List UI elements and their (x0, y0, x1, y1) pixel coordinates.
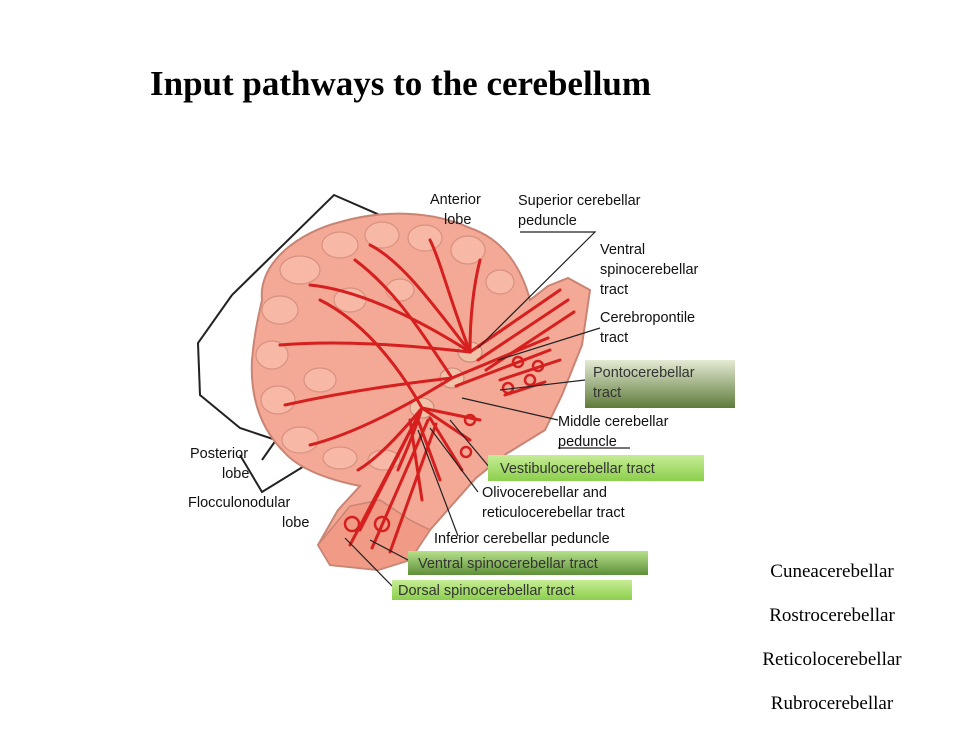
label-cerebropontile: Cerebropontile tract (600, 310, 699, 346)
dorsal-spinocerebellar-box (392, 580, 632, 600)
label-vestibulocerebellar: Vestibulocerebellar tract (500, 461, 655, 477)
label-pontocerebellar: Pontocerebellar tract (593, 365, 699, 401)
pathway-item: Rostrocerebellar (769, 605, 895, 626)
vestibulocerebellar-box (488, 455, 704, 481)
pathway-item: Rubrocerebellar (770, 693, 894, 714)
pathway-item: Cuneacerebellar (770, 561, 894, 582)
pathway-list: Cuneacerebellar Rostrocerebellar Reticol… (722, 558, 942, 734)
label-superior-peduncle: Superior cerebellar peduncle (518, 193, 645, 229)
label-olivocerebellar: Olivocerebellar and reticulocerebellar t… (482, 485, 625, 521)
cerebellum-tissue (250, 212, 592, 572)
label-ventral-spinocerebellar-box: Ventral spinocerebellar tract (418, 556, 598, 572)
label-middle-peduncle: Middle cerebellar peduncle (558, 414, 672, 450)
label-dorsal-spinocerebellar-box: Dorsal spinocerebellar tract (398, 583, 575, 599)
leader-lines (344, 231, 630, 591)
label-posterior-lobe: Posterior lobe (190, 446, 252, 482)
pathway-item: Reticolocerebellar (762, 649, 902, 670)
page-title: Input pathways to the cerebellum (150, 64, 652, 103)
pontocerebellar-box (585, 360, 735, 408)
label-inferior-peduncle: Inferior cerebellar peduncle (434, 531, 610, 547)
label-flocculonodular: Flocculonodular lobe (188, 495, 309, 531)
label-anterior-lobe: Anterior lobe (430, 192, 485, 228)
ventral-spinocerebellar-box (408, 551, 648, 575)
label-ventral-spinocerebellar: Ventral spinocerebellar tract (600, 242, 702, 298)
